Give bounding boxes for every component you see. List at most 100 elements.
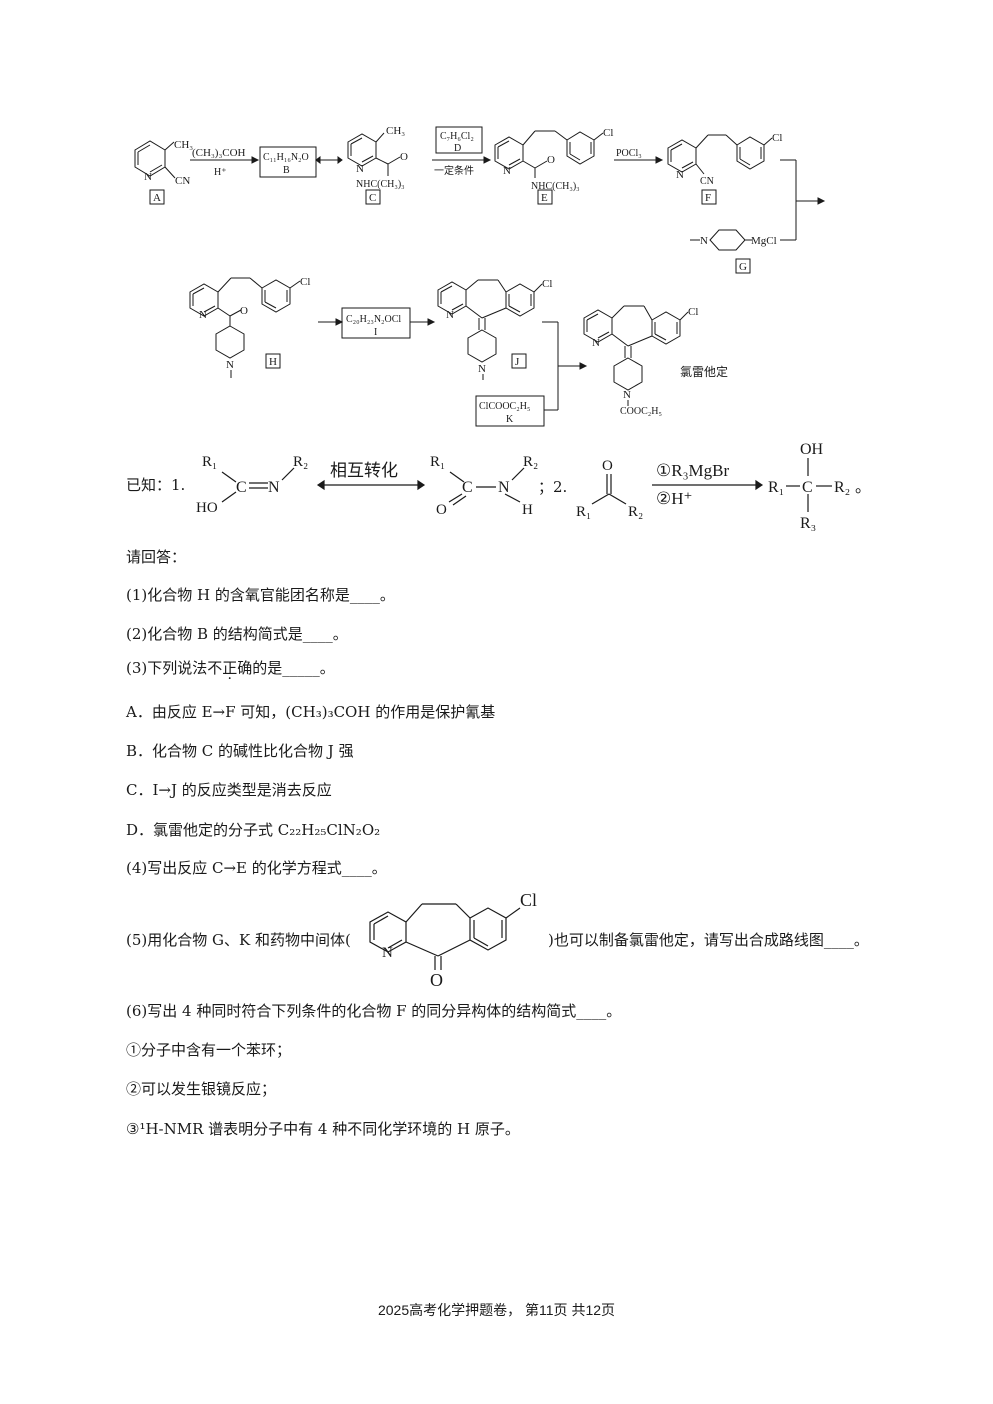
- svg-text:O: O: [436, 502, 447, 518]
- page-footer: 2025高考化学押题卷， 第11页 共12页: [377, 1302, 616, 1318]
- structure-c: CH₃ N O NHC(CH₃)₃ C: [347, 125, 408, 205]
- svg-text:HO: HO: [196, 500, 218, 516]
- option-c: C．I→J 的反应类型是消去反应: [126, 781, 332, 799]
- svg-text:COOC₂H₅: COOC₂H₅: [620, 406, 662, 417]
- option-d: D．氯雷他定的分子式 C₂₂H₂₅ClN₂O₂: [126, 821, 381, 839]
- svg-text:N: N: [382, 945, 393, 961]
- svg-text:氯雷他定: 氯雷他定: [680, 364, 728, 379]
- svg-text:(CH₃)₃COH: (CH₃)₃COH: [192, 147, 246, 159]
- svg-text:C₁₁H₁₆N₂O: C₁₁H₁₆N₂O: [263, 152, 309, 163]
- condition-1: ①分子中含有一个苯环；: [126, 1041, 292, 1059]
- svg-text:N: N: [676, 169, 684, 181]
- structure-j: Cl N N J: [437, 278, 552, 380]
- question-6: (6)写出 4 种同时符合下列条件的化合物 F 的同分异构体的结构简式____。: [126, 1002, 622, 1020]
- svg-text:N: N: [700, 235, 708, 247]
- svg-text:R₁: R₁: [202, 454, 217, 470]
- question-3: (3)下列说法不正确的是_____。: [126, 658, 335, 678]
- structure-e: Cl N O NHC(CH₃)₃ E: [494, 127, 613, 205]
- reaction-scheme: CH₃ N CN A (CH₃)₃COH H⁺ C₁₁H₁₆N₂O B CH₃ …: [134, 125, 826, 427]
- structure-f: Cl N CN F: [667, 132, 782, 205]
- svg-text:已知：1.: 已知：1.: [126, 476, 185, 494]
- svg-text:O: O: [602, 458, 613, 474]
- svg-text:H: H: [269, 356, 277, 368]
- svg-text:C: C: [802, 479, 813, 496]
- svg-text:G: G: [739, 261, 747, 273]
- svg-text:①R₃MgBr: ①R₃MgBr: [656, 461, 729, 480]
- svg-text:R₂: R₂: [523, 454, 538, 470]
- svg-text:C₂₀H₂₃N₂OCl: C₂₀H₂₃N₂OCl: [346, 314, 401, 325]
- question-5-end: )也可以制备氯雷他定，请写出合成路线图____。: [548, 931, 869, 949]
- svg-text:R₁: R₁: [430, 454, 445, 470]
- condition-3: ③¹H-NMR 谱表明分子中有 4 种不同化学环境的 H 原子。: [126, 1120, 520, 1138]
- condition-2: ②可以发生银镜反应；: [126, 1080, 277, 1098]
- svg-text:H: H: [522, 502, 533, 518]
- option-b: B．化合物 C 的碱性比化合物 J 强: [126, 742, 354, 760]
- svg-text:R₂: R₂: [628, 504, 643, 520]
- structure-h: Cl O N N H: [189, 276, 310, 378]
- svg-text:②H⁺: ②H⁺: [656, 489, 693, 508]
- svg-text:R₁: R₁: [576, 504, 591, 520]
- svg-text:O: O: [400, 151, 408, 163]
- svg-text:ClCOOC₂H₅: ClCOOC₂H₅: [479, 401, 530, 412]
- svg-text:O: O: [547, 154, 555, 166]
- svg-text:E: E: [541, 192, 548, 204]
- svg-text:NHC(CH₃)₃: NHC(CH₃)₃: [531, 181, 580, 192]
- question-1: (1)化合物 H 的含氧官能团名称是____。: [126, 586, 395, 604]
- svg-text:H⁺: H⁺: [214, 167, 227, 178]
- svg-text:N: N: [356, 163, 364, 175]
- svg-text:R₃: R₃: [800, 515, 816, 532]
- question-2: (2)化合物 B 的结构简式是____。: [126, 625, 348, 643]
- svg-text:Cl: Cl: [772, 132, 782, 144]
- svg-text:C: C: [462, 479, 473, 496]
- known-reactions: 已知：1. R₁ C N R₂ HO 相互转化 R₁ C N R₂ O H ；2…: [126, 441, 871, 532]
- svg-text:Cl: Cl: [688, 306, 698, 318]
- svg-text:N: N: [226, 359, 234, 371]
- svg-text:N: N: [623, 389, 631, 401]
- svg-text:N: N: [498, 479, 510, 496]
- svg-text:R₂: R₂: [834, 479, 850, 496]
- svg-text:O: O: [240, 305, 248, 317]
- structure-a: CH₃ N CN A: [134, 139, 193, 205]
- svg-text:CH₃: CH₃: [174, 139, 193, 151]
- svg-text:CN: CN: [700, 176, 714, 187]
- option-a: A．由反应 E→F 可知，(CH₃)₃COH 的作用是保护氰基: [126, 703, 496, 721]
- svg-text:N: N: [478, 363, 486, 375]
- svg-text:A: A: [153, 192, 161, 204]
- svg-text:R₂: R₂: [293, 454, 308, 470]
- svg-text:N: N: [503, 165, 511, 177]
- svg-text:I: I: [374, 327, 377, 338]
- intro-text: 请回答：: [126, 548, 187, 566]
- svg-text:；2.: ；2.: [538, 478, 567, 496]
- svg-text:D: D: [454, 143, 461, 154]
- svg-text:Cl: Cl: [542, 278, 552, 290]
- svg-text:。: 。: [855, 477, 871, 496]
- question-5-start: (5)用化合物 G、K 和药物中间体(: [126, 931, 351, 949]
- svg-text:J: J: [515, 356, 520, 368]
- svg-text:C: C: [236, 479, 247, 496]
- svg-text:N: N: [199, 309, 207, 321]
- svg-text:R₁: R₁: [768, 479, 784, 496]
- svg-text:NHC(CH₃)₃: NHC(CH₃)₃: [356, 179, 405, 190]
- svg-text:N: N: [592, 337, 600, 349]
- svg-text:相互转化: 相互转化: [330, 461, 398, 480]
- svg-text:Cl: Cl: [603, 127, 613, 139]
- svg-text:K: K: [506, 414, 514, 425]
- svg-text:CN: CN: [175, 175, 190, 187]
- svg-text:一定条件: 一定条件: [434, 164, 474, 177]
- svg-text:C: C: [369, 192, 376, 204]
- svg-text:Cl: Cl: [300, 276, 310, 288]
- svg-text:CH₃: CH₃: [386, 125, 405, 137]
- svg-text:OH: OH: [800, 441, 824, 458]
- emphasis-not-correct: 不正确: [207, 658, 252, 678]
- structure-g: N MgCl G: [690, 229, 777, 274]
- svg-text:F: F: [705, 192, 711, 204]
- svg-text:N: N: [268, 479, 280, 496]
- svg-text:B: B: [283, 165, 290, 176]
- svg-text:Cl: Cl: [520, 890, 537, 910]
- question-4: (4)写出反应 C→E 的化学方程式____。: [126, 859, 387, 877]
- svg-text:N: N: [446, 309, 454, 321]
- svg-text:C₇H₆Cl₂: C₇H₆Cl₂: [440, 131, 474, 142]
- svg-text:N: N: [144, 171, 152, 183]
- svg-text:MgCl: MgCl: [751, 235, 777, 247]
- svg-text:POCl₃: POCl₃: [616, 148, 642, 159]
